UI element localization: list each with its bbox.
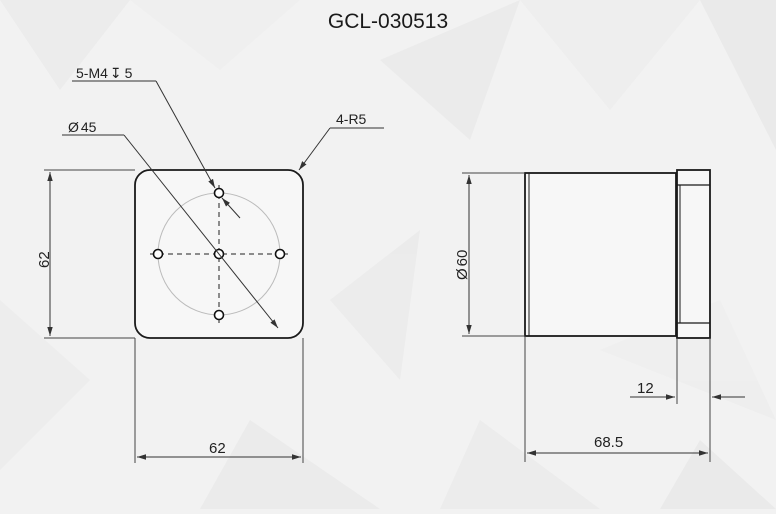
pcd-inner-arrow xyxy=(221,197,241,219)
height-dimension-label: 62 xyxy=(36,251,53,268)
pcd-callout-leader xyxy=(123,134,279,329)
side-view: Ø60 12 68.5 xyxy=(454,169,745,462)
width-dimension-label: 62 xyxy=(209,440,226,457)
hole-callout-label: 5-M4↧5 xyxy=(76,65,133,81)
drawing-title: GCL-030513 xyxy=(327,10,449,33)
flange-body xyxy=(676,169,711,339)
corner-callout-leader xyxy=(298,127,331,171)
hole-top xyxy=(213,187,225,199)
cylinder-body xyxy=(524,172,677,337)
hole-callout-leader xyxy=(155,80,216,189)
diameter-dimension-label: Ø60 xyxy=(454,250,471,280)
hole-left xyxy=(152,248,164,260)
hole-bottom xyxy=(213,309,225,321)
corner-callout-label: 4-R5 xyxy=(336,111,367,127)
length-dimension-label: 68.5 xyxy=(594,434,623,451)
flange-dimension-label: 12 xyxy=(637,380,654,397)
hole-right xyxy=(274,248,286,260)
